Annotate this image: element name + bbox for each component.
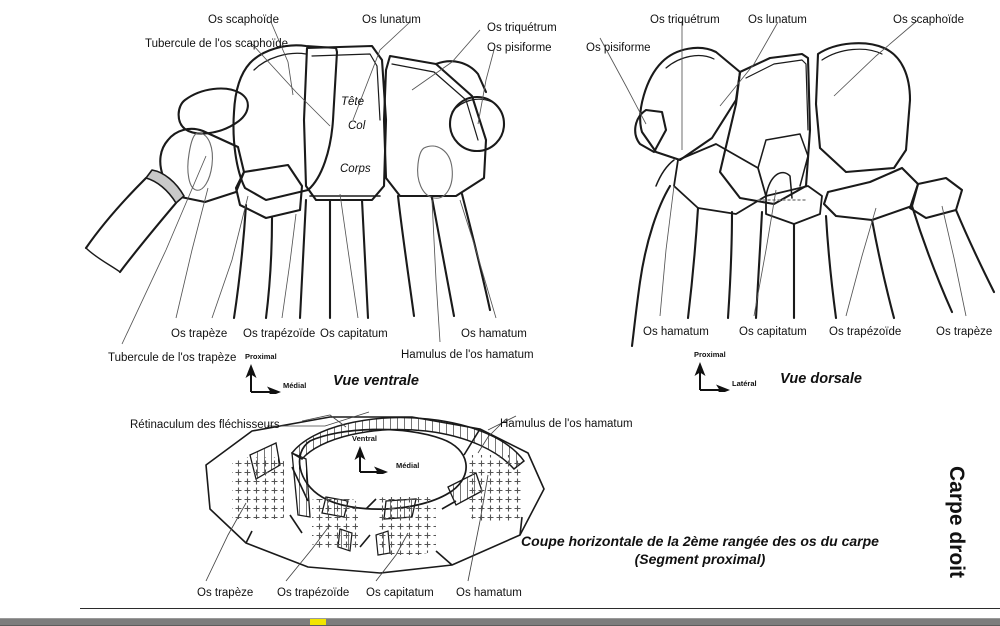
ventral-inner-label-corps: Corps: [340, 163, 371, 175]
ventral-label-os-pisiforme: Os pisiforme: [487, 42, 552, 54]
section-compass-arrows: [354, 446, 388, 474]
ventral-label-tubercule-os-scaphoide: Tubercule de l'os scaphoïde: [145, 38, 289, 50]
ventral-label-tubercule-os-trapeze: Tubercule de l'os trapèze: [108, 352, 237, 364]
ventral-label-os-hamatum: Os hamatum: [461, 328, 527, 340]
section-label-hamulus-os-hamatum: Hamulus de l'os hamatum: [500, 418, 633, 430]
ventral-label-os-triquetrum: Os triquétrum: [487, 22, 557, 34]
dorsal-label-os-capitatum: Os capitatum: [739, 326, 807, 338]
ventral-label-os-trapeze: Os trapèze: [171, 328, 228, 340]
bottom-divider-rule: [80, 608, 1000, 609]
ventral-inner-label-tete: Tête: [341, 96, 365, 108]
ventral-label-os-trapezoide: Os trapézoïde: [243, 328, 316, 340]
ventral-view-drawing: [84, 21, 506, 345]
section-label-os-hamatum: Os hamatum: [456, 587, 522, 599]
carpal-section-drawing: [205, 414, 545, 582]
side-title-carpe-droit: Carpe droit: [945, 466, 968, 579]
dorsal-label-os-pisiforme: Os pisiforme: [586, 42, 651, 54]
dorsal-label-os-scaphoide: Os scaphoïde: [893, 14, 964, 26]
section-label-os-trapezoide: Os trapézoïde: [277, 587, 350, 599]
dorsal-view-drawing: [599, 19, 996, 348]
dorsal-label-os-lunatum: Os lunatum: [748, 14, 807, 26]
ventral-compass-up-label: Proximal: [245, 352, 277, 361]
section-caption-line-2: (Segment proximal): [634, 550, 766, 567]
dorsal-compass-up-label: Proximal: [694, 350, 726, 359]
ventral-compass-right-label: Médial: [283, 381, 307, 390]
horizontal-scrollbar[interactable]: [0, 618, 1000, 626]
dorsal-label-os-trapeze: Os trapèze: [936, 326, 993, 338]
dorsal-view-title: Vue dorsale: [780, 371, 862, 387]
section-label-retinaculum-flechisseurs: Rétinaculum des fléchisseurs: [130, 419, 280, 431]
dorsal-label-os-triquetrum: Os triquétrum: [650, 14, 720, 26]
section-label-os-capitatum: Os capitatum: [366, 587, 434, 599]
dorsal-label-os-hamatum: Os hamatum: [643, 326, 709, 338]
ventral-compass-arrows: [245, 364, 281, 394]
scrollbar-position-marker[interactable]: [310, 619, 326, 625]
ventral-inner-label-col: Col: [348, 120, 366, 132]
section-caption: Coupe horizontale de la 2ème rangée des …: [500, 533, 900, 568]
ventral-label-os-scaphoide: Os scaphoïde: [208, 14, 279, 26]
ventral-label-hamulus-os-hamatum: Hamulus de l'os hamatum: [401, 349, 534, 361]
ventral-label-os-capitatum: Os capitatum: [320, 328, 388, 340]
dorsal-compass-arrows: [694, 362, 730, 392]
section-label-os-trapeze: Os trapèze: [197, 587, 254, 599]
retinaculum-leader-line: [267, 411, 370, 427]
section-compass-right-label: Médial: [396, 461, 420, 470]
section-compass-up-label: Ventral: [352, 434, 378, 443]
dorsal-compass-right-label: Latéral: [732, 379, 757, 388]
dorsal-label-os-trapezoide: Os trapézoïde: [829, 326, 902, 338]
section-caption-line-1: Coupe horizontale de la 2ème rangée des …: [521, 533, 879, 549]
ventral-label-os-lunatum: Os lunatum: [362, 14, 421, 26]
ventral-view-title: Vue ventrale: [333, 373, 419, 389]
hamulus-leader-line: [487, 415, 517, 431]
